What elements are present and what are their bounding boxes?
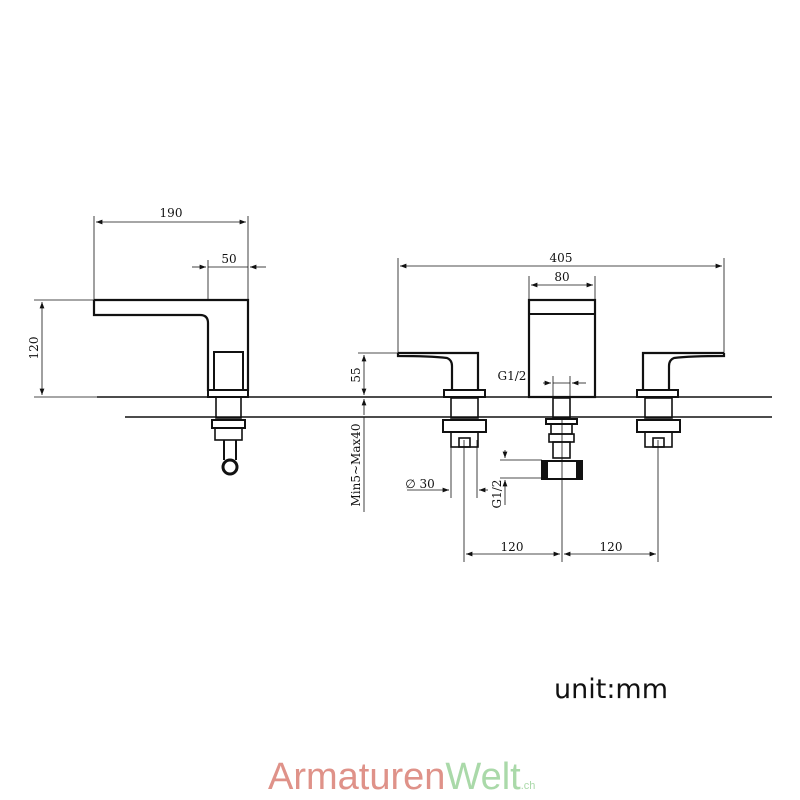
dim-diameter-30: ∅ 30 (405, 477, 435, 491)
dim-g12-side: G1/2 (490, 480, 504, 509)
dim-190: 190 (160, 206, 183, 220)
dimension-lines-side (34, 216, 266, 398)
logo-part1: Armaturen (268, 756, 446, 798)
dim-120-right: 120 (600, 540, 623, 554)
dim-g12-top: G1/2 (498, 369, 527, 383)
deck-lines (97, 396, 772, 418)
side-view-spout (92, 298, 250, 476)
dim-120-height: 120 (27, 337, 41, 360)
brand-logo: ArmaturenWelt.ch (268, 756, 535, 799)
dim-80: 80 (554, 270, 569, 284)
left-handle (396, 351, 487, 448)
logo-part2: Welt (445, 756, 521, 798)
dimension-lines-front (358, 258, 725, 562)
dim-120-left: 120 (501, 540, 524, 554)
center-spout (527, 298, 597, 480)
dim-50: 50 (221, 252, 236, 266)
dim-405: 405 (550, 251, 573, 265)
dim-deck-thickness: Min5~Max40 (349, 423, 363, 506)
right-handle (636, 351, 726, 448)
dim-55: 55 (349, 367, 363, 382)
logo-suffix: .ch (520, 780, 536, 792)
unit-label: unit:mm (554, 674, 669, 705)
